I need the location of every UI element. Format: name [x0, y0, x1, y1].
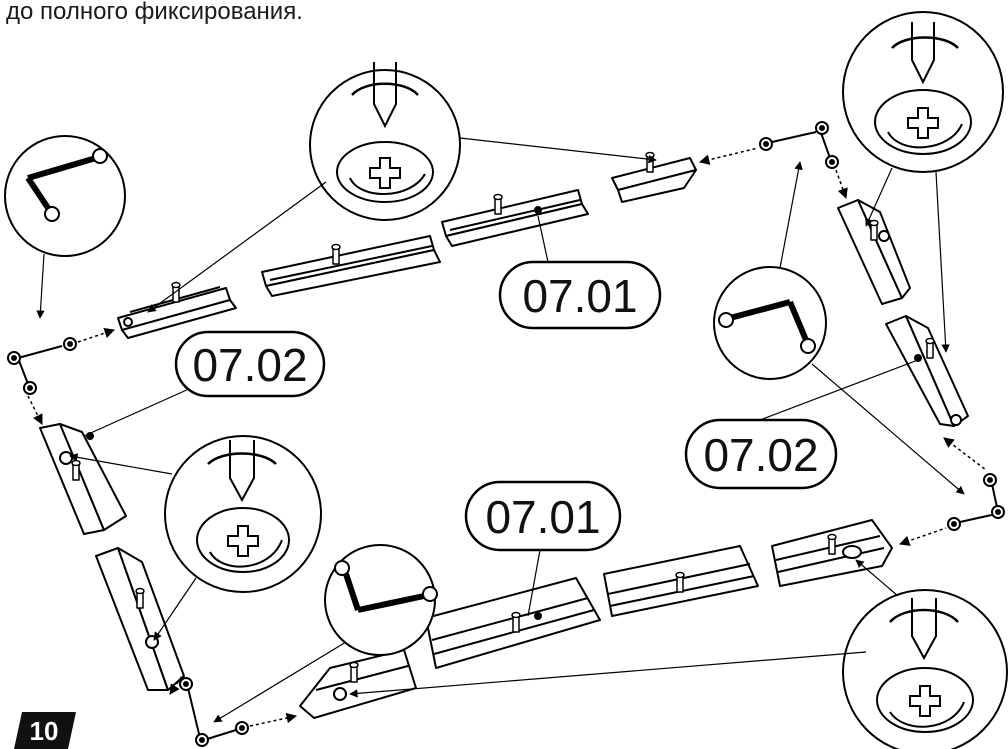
rail-bottom-right [771, 519, 893, 587]
label-07-02-left: 07.02 [83, 330, 326, 437]
svg-text:07.01: 07.01 [485, 491, 600, 543]
detail-circle-bottom-center-left [324, 544, 438, 656]
detail-circle-top-right [842, 11, 1004, 173]
label-07-02-right: 07.02 [684, 359, 919, 490]
rail-bottom-middle-right [603, 545, 759, 617]
detail-circle-top-center [309, 62, 461, 221]
page-number-badge: 10 [14, 712, 76, 749]
rail-top-right-part [441, 189, 589, 247]
rail-top-left [117, 281, 237, 339]
detail-circle-left-middle [164, 435, 322, 593]
detail-circle-top-left [4, 135, 126, 257]
detail-circle-right-middle [713, 266, 827, 380]
svg-text:07.02: 07.02 [192, 339, 307, 391]
leader-lines [36, 137, 965, 723]
corner-connector-bottom-left [179, 677, 249, 747]
rail-right-lower [885, 315, 969, 427]
rail-left-lower [95, 547, 185, 691]
rail-top-corner [611, 151, 697, 203]
rail-bottom-left [299, 649, 417, 719]
rail-left-upper [39, 423, 127, 535]
svg-text:10: 10 [30, 716, 59, 746]
label-07-01-top: 07.01 [498, 215, 662, 330]
svg-text:07.01: 07.01 [522, 270, 637, 322]
corner-connector-bottom-right [947, 473, 1005, 531]
rail-bottom-middle-left [425, 577, 601, 669]
rail-right-upper [837, 199, 911, 305]
rail-top-middle [261, 235, 441, 297]
detail-circle-bottom-right [842, 589, 1008, 749]
instruction-text: до полного фиксирования. [6, 0, 303, 25]
corner-connector-top-left [7, 337, 77, 395]
assembly-arrows [27, 147, 987, 727]
label-07-01-bottom: 07.01 [464, 480, 622, 617]
corner-connector-top-right [759, 121, 839, 169]
svg-text:07.02: 07.02 [703, 429, 818, 481]
